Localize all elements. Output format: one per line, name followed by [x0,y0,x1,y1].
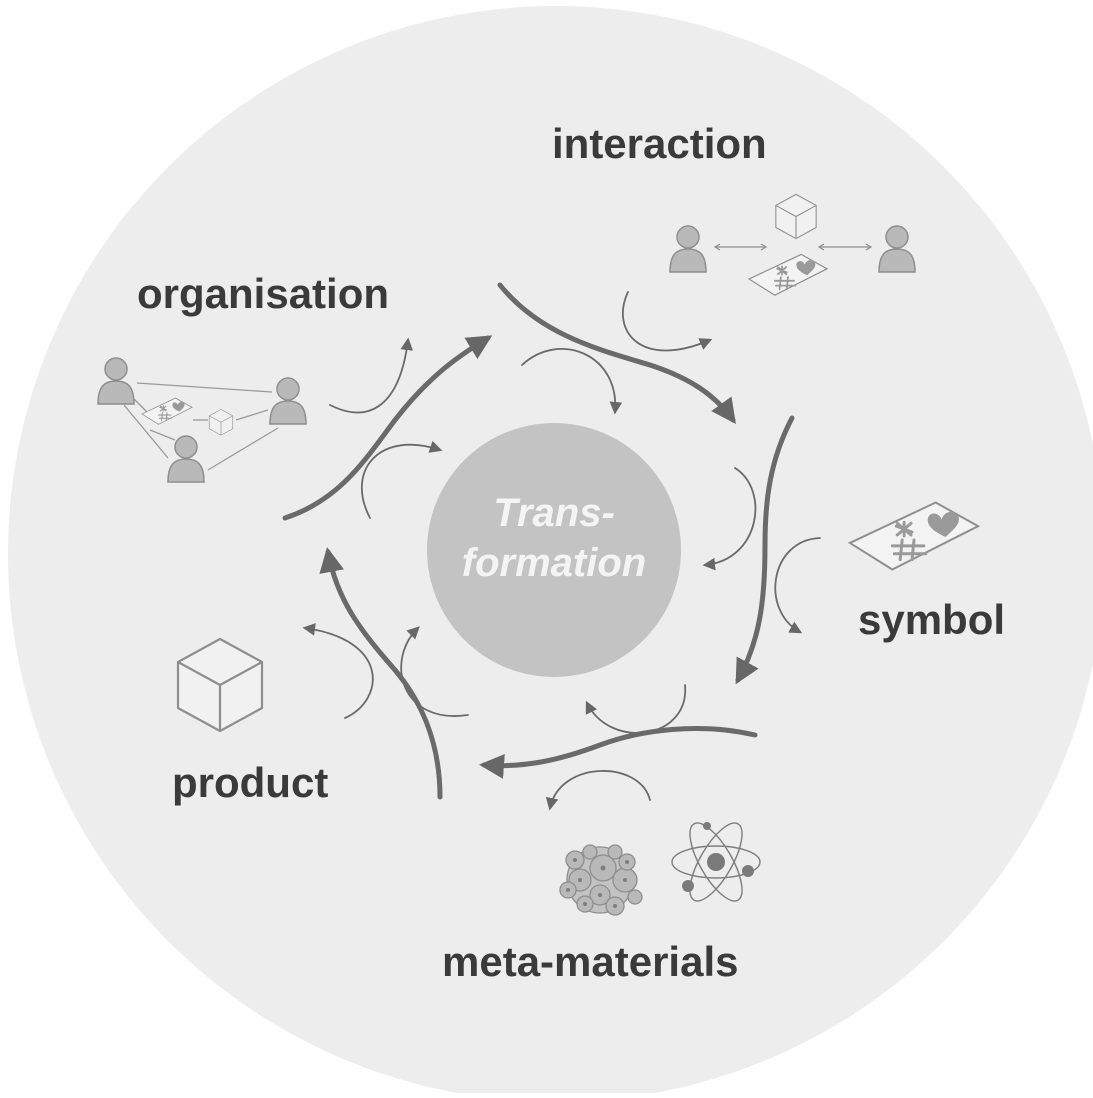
cell-cluster-icon [559,844,643,916]
cycle-arrow-product-to-organisation [319,547,443,800]
cycle-arrow-meta-to-product [479,726,758,779]
cycle-arrows [282,282,795,800]
stage-label-meta-materials: meta-materials [442,938,739,985]
stage-label-interaction: interaction [552,120,767,167]
branch-arrow [360,440,443,519]
branch-arrow [521,348,623,415]
branch-arrow [545,770,651,811]
stage-label-organisation: organisation [137,270,390,317]
center-title-line2: formation [461,541,647,585]
double-arrow-icon [713,243,873,251]
branch-arrows [302,291,821,811]
atom-icon [671,822,761,902]
cycle-arrow-organisation-to-interaction [282,335,493,521]
stage-label-product: product [172,759,329,806]
center-disc [427,423,681,677]
branch-arrow [329,337,414,414]
branch-arrow [774,537,821,634]
branch-arrow [622,291,713,352]
branch-arrow [702,467,757,571]
center-title-line1: Trans- [493,491,615,535]
branch-arrow [585,684,686,734]
branch-arrow [400,626,469,717]
center-title: Trans- formation [434,488,674,588]
organisation-icon-group [97,357,307,483]
interaction-icon-group [669,193,916,297]
cycle-arrow-interaction-to-symbol [497,282,736,425]
branch-arrow [302,623,374,719]
cycle-arrow-symbol-to-meta [735,415,795,685]
stage-label-symbol: symbol [858,596,1006,643]
